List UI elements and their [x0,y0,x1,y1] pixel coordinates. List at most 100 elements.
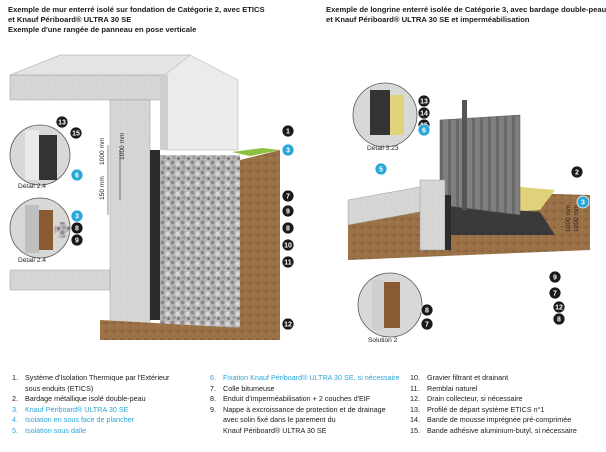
dim-label-150: 150 mm [99,176,106,200]
callout-badge-circle [70,168,84,182]
legend-item-text: sous enduits (ETICS) [25,383,94,393]
callout-left-8: 8 [281,221,295,235]
legend-item-text: Bardage métallique isolé double-peau [25,394,146,404]
right-detail-label: Détail 3.23 [367,145,399,152]
callout-number: 1 [286,128,290,135]
legend-item-text: Knauf Périboard® ULTRA 30 SE [223,425,327,435]
legend-item: 11.Remblai naturel [410,384,600,395]
callout-right-7: 7 [420,317,434,331]
detail-bottom-wall [25,205,39,253]
legend-col-2: 6.Fixation Knauf Périboard® ULTRA 30 SE,… [210,373,410,437]
callout-number: 14 [420,110,428,117]
legend-item: 14. Bande de mousse imprégnée pré-comprim… [410,415,600,426]
etics-wall-face [164,54,239,151]
callout-number: 5 [379,166,383,173]
dim-label-1000-top: 1000 mm [99,137,106,165]
callout-number: 9 [75,237,79,244]
legend-item: 5. Isolation sous dalle [12,426,202,437]
callout-badge-circle [420,303,434,317]
callout-number: 12 [284,321,292,328]
callout-number: 9 [553,274,557,281]
left-title-line-2: et Knauf Périboard® ULTRA 30 SE [8,15,132,24]
callout-left-6: 6 [70,168,84,182]
legend-item-number: 5. [12,425,18,435]
callout-number: 3 [581,199,585,206]
right-title-line-2: et Knauf Périboard® ULTRA 30 SE et imper… [326,15,530,24]
legend-item-number: 13. [410,404,420,414]
legend-item: 3.Knauf Périboard® ULTRA 30 SE [12,405,202,416]
legend-item: 12. Drain collecteur, si nécessaire [410,394,600,405]
legend-item-text: Drain collecteur, si nécessaire [427,394,523,404]
callout-right-12: 12 [552,300,566,314]
legend-item-number [12,384,25,395]
legend-item-text: Knauf Périboard® ULTRA 30 SE [25,404,129,414]
legend-item-number: 6. [210,373,216,382]
callout-number: 11 [284,259,292,266]
callout-number: 6 [75,172,79,179]
legend-item: 4.Isolation en sous face de plancher [12,415,202,426]
callout-right-9: 9 [548,270,562,284]
lower-floor-slab [9,269,111,291]
callout-badge-circle [281,204,295,218]
right-diagram-title: Exemple de longrine enterré isolée de Ca… [326,5,606,25]
callout-number: 2 [575,169,579,176]
legend-item-text: Nappe à excroissance de protection et de… [223,404,386,414]
legend-item-number: 14. [410,415,420,425]
legend-item: Knauf Périboard® ULTRA 30 SE [210,426,410,437]
callout-number: 8 [75,225,79,232]
legend-item-number: 1. [12,373,18,382]
callout-right-7: 7 [548,286,562,300]
callout-number: 3 [75,213,79,220]
callout-number: 7 [553,290,557,297]
callout-number: 7 [286,193,290,200]
legend-item: 6.Fixation Knauf Périboard® ULTRA 30 SE,… [210,373,410,384]
callout-badge-circle [552,312,566,326]
callout-left-8: 8 [70,221,84,235]
underslab-membrane [440,205,555,235]
legend-item: 1.Système d'Isolation Thermique par l'Ex… [12,373,202,384]
callout-left-9: 9 [281,204,295,218]
callout-right-14: 14 [417,106,431,120]
upper-slab-top [9,54,191,76]
legend-item-text: Isolation sous dalle [25,425,87,435]
left-diagram: 1000 mm 150 mm 1000 mm Détail 2.4 Détail… [9,54,280,340]
callout-number: 13 [58,119,66,126]
legend-item: 15.Bande adhésive aluminium-butyl, si né… [410,426,600,437]
callout-badge-circle [69,126,83,140]
legend-item-text: Bande de mousse imprégnée pré-comprimée [427,415,572,425]
right-title-line-1: Exemple de longrine enterré isolée de Ca… [326,5,606,14]
dim-label-1000-side: 1000 mm [119,132,126,160]
callout-number: 9 [286,208,290,215]
natural-backfill [240,150,280,335]
legend-item-text: Isolation en sous face de plancher [25,415,135,425]
periboard-insulation [150,150,160,320]
callout-left-1: 1 [281,124,295,138]
grass-strip [232,148,280,156]
callout-number: 12 [555,304,563,311]
legend-item: 7.Colle bitumeuse [210,384,410,395]
etics-edge [160,75,168,150]
legend-item-number: 12. [410,394,420,404]
legend-item-text: Gravier filtrant et drainant [427,373,509,382]
callout-number: 8 [286,225,290,232]
callout-badge-circle [548,270,562,284]
callout-number: 15 [72,130,80,137]
callout-badge-circle [374,162,388,176]
legend-item-text: Enduit d'imperméabilisation + 2 couches … [223,394,371,404]
callout-left-7: 7 [281,189,295,203]
solution-board [384,282,400,328]
callout-badge-circle [576,195,590,209]
callout-badge-circle [281,221,295,235]
legend-item-text: Profilé de départ système ETICS n°1 [427,404,545,414]
callout-badge-circle [281,238,295,252]
callout-badge-circle [281,143,295,157]
legend-item: 10.Gravier filtrant et drainant [410,373,600,384]
callout-number: 8 [425,307,429,314]
callout-right-8: 8 [552,312,566,326]
legend-item-number [210,426,223,437]
detail-top-board [39,135,57,180]
legend-item: 9.Nappe à excroissance de protection et … [210,405,410,416]
callout-left-10: 10 [281,238,295,252]
callout-right-8: 8 [420,303,434,317]
grade-beam [419,179,446,251]
